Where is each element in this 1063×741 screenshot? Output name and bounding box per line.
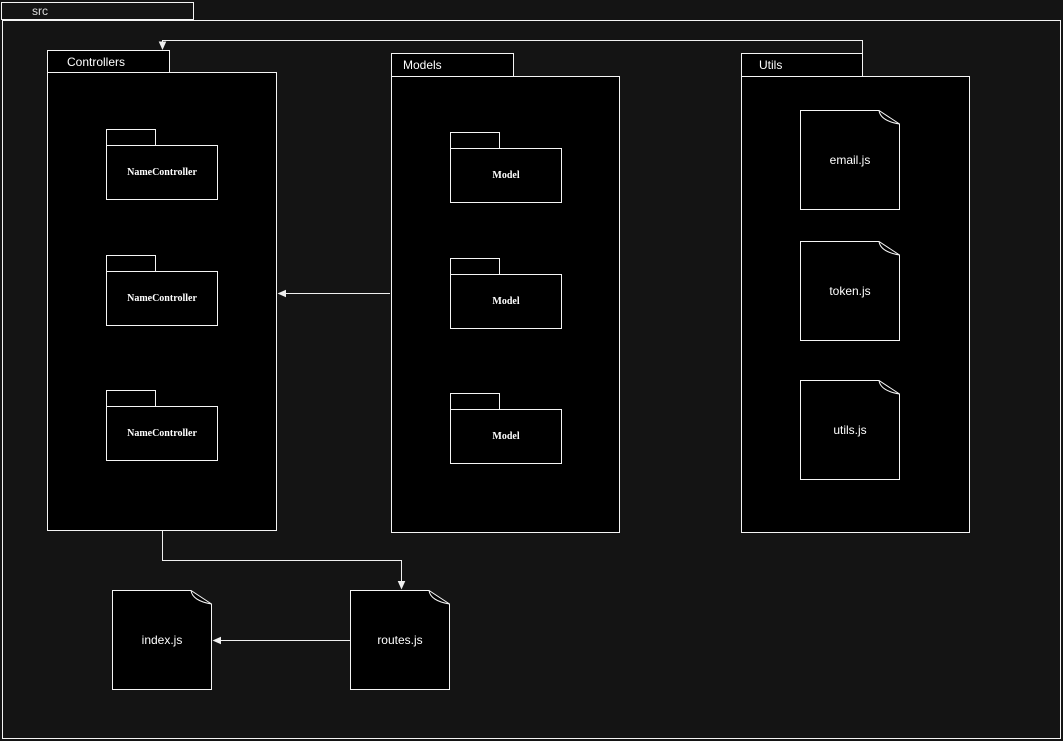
note-shape-icon [800,110,900,210]
file-index-js[interactable]: index.js [112,590,212,690]
folder-label: NameController [127,167,197,178]
folder-body: Model [450,409,562,464]
folder-tab-icon [106,129,156,146]
package-models-tab[interactable]: Models [391,53,514,77]
folder-tab-icon [106,255,156,272]
folder-label: NameController [127,293,197,304]
folder-model-2[interactable]: Model [450,258,562,329]
folder-namecontroller-1[interactable]: NameController [106,129,218,200]
folder-label: Model [492,170,520,181]
package-utils-label: Utils [759,58,783,72]
folder-label: NameController [127,428,197,439]
package-src-label: src [32,4,48,18]
note-shape-icon [800,241,900,341]
folder-label: Model [492,296,520,307]
folder-tab-icon [450,258,500,275]
package-src-body[interactable] [2,20,1061,739]
note-shape-icon [112,590,212,690]
edge-routes-to-index[interactable] [212,636,351,645]
edge-utils-to-controllers[interactable] [158,40,863,54]
note-shape-icon [350,590,450,690]
folder-body: NameController [106,406,218,461]
file-routes-js[interactable]: routes.js [350,590,450,690]
file-utils-js[interactable]: utils.js [800,380,900,480]
package-controllers-label: Controllers [67,54,126,69]
file-email-js[interactable]: email.js [800,110,900,210]
package-controllers-tab[interactable]: Controllers [47,50,170,73]
folder-model-3[interactable]: Model [450,393,562,464]
note-shape-icon [800,380,900,480]
folder-namecontroller-2[interactable]: NameController [106,255,218,326]
edge-models-to-controllers[interactable] [277,289,391,298]
package-models-label: Models [403,58,442,72]
file-label: index.js [141,633,183,647]
folder-body: NameController [106,271,218,326]
package-utils-tab[interactable]: Utils [741,53,863,77]
folder-tab-icon [450,393,500,410]
edge-controllers-to-routes[interactable] [162,531,406,590]
folder-body: NameController [106,145,218,200]
folder-label: Model [492,431,520,442]
file-label: utils.js [833,423,867,437]
folder-body: Model [450,274,562,329]
file-token-js[interactable]: token.js [800,241,900,341]
file-label: token.js [829,284,871,298]
folder-model-1[interactable]: Model [450,132,562,203]
file-label: routes.js [377,633,423,647]
file-label: email.js [829,153,871,167]
folder-namecontroller-3[interactable]: NameController [106,390,218,461]
package-src-tab[interactable]: src [1,2,194,20]
folder-tab-icon [106,390,156,407]
folder-body: Model [450,148,562,203]
folder-tab-icon [450,132,500,149]
